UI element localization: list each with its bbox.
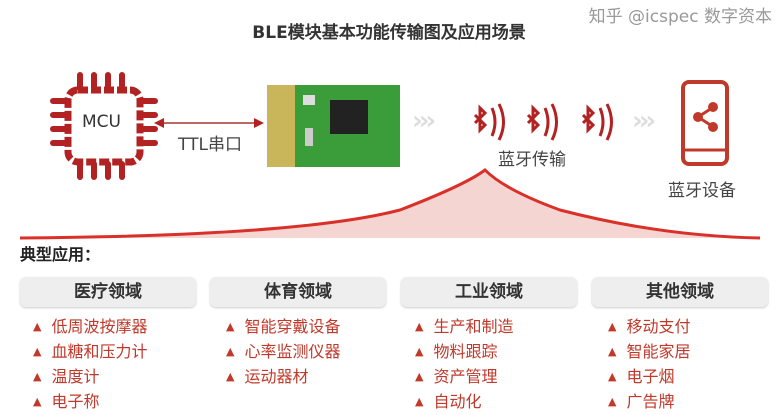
list-other: 移动支付 智能家居 电子烟 广告牌 [608, 315, 690, 415]
list-item: 智能穿戴设备 [226, 315, 340, 340]
category-other: 其他领域 [592, 277, 768, 307]
list-industrial: 生产和制造 物料跟踪 资产管理 自动化 [415, 315, 513, 415]
category-sports: 体育领域 [210, 277, 386, 307]
mcu-chip-icon [50, 72, 158, 180]
phone-share-icon [681, 80, 729, 166]
bluetooth-device-label: 蓝牙设备 [668, 181, 736, 201]
list-item: 温度计 [33, 365, 147, 390]
chevrons-icon: ››› [632, 106, 656, 136]
ble-module-image [267, 85, 400, 167]
ttl-serial-label: TTL串口 [178, 135, 242, 155]
bluetooth-transfer-label: 蓝牙传输 [498, 150, 566, 170]
list-item: 血糖和压力计 [33, 340, 147, 365]
list-sports: 智能穿戴设备 心率监测仪器 运动器材 [226, 315, 340, 390]
diagram-graphics [19, 72, 761, 240]
mcu-label: MCU [82, 112, 121, 132]
list-item: 心率监测仪器 [226, 340, 340, 365]
list-item: 资产管理 [415, 365, 513, 390]
list-item: 智能家居 [608, 340, 690, 365]
diagram-title: BLE模块基本功能传输图及应用场景 [252, 23, 526, 43]
double-arrow-icon [154, 118, 264, 128]
category-industrial: 工业领域 [401, 277, 577, 307]
list-item: 电子烟 [608, 365, 690, 390]
list-item: 物料跟踪 [415, 340, 513, 365]
watermark: 知乎 @icspec 数字资本 [588, 7, 772, 27]
list-item: 电子称 [33, 390, 147, 415]
list-item: 低周波按摩器 [33, 315, 147, 340]
bluetooth-waves-icon [473, 103, 613, 141]
list-item: 生产和制造 [415, 315, 513, 340]
radiation-curve [20, 170, 760, 238]
chevrons-icon: ››› [412, 106, 436, 136]
list-medical: 低周波按摩器 血糖和压力计 温度计 电子称 [33, 315, 147, 415]
list-item: 移动支付 [608, 315, 690, 340]
list-item: 自动化 [415, 390, 513, 415]
list-item: 广告牌 [608, 390, 690, 415]
section-title: 典型应用： [20, 245, 101, 264]
list-item: 运动器材 [226, 365, 340, 390]
category-medical: 医疗领域 [20, 277, 196, 307]
